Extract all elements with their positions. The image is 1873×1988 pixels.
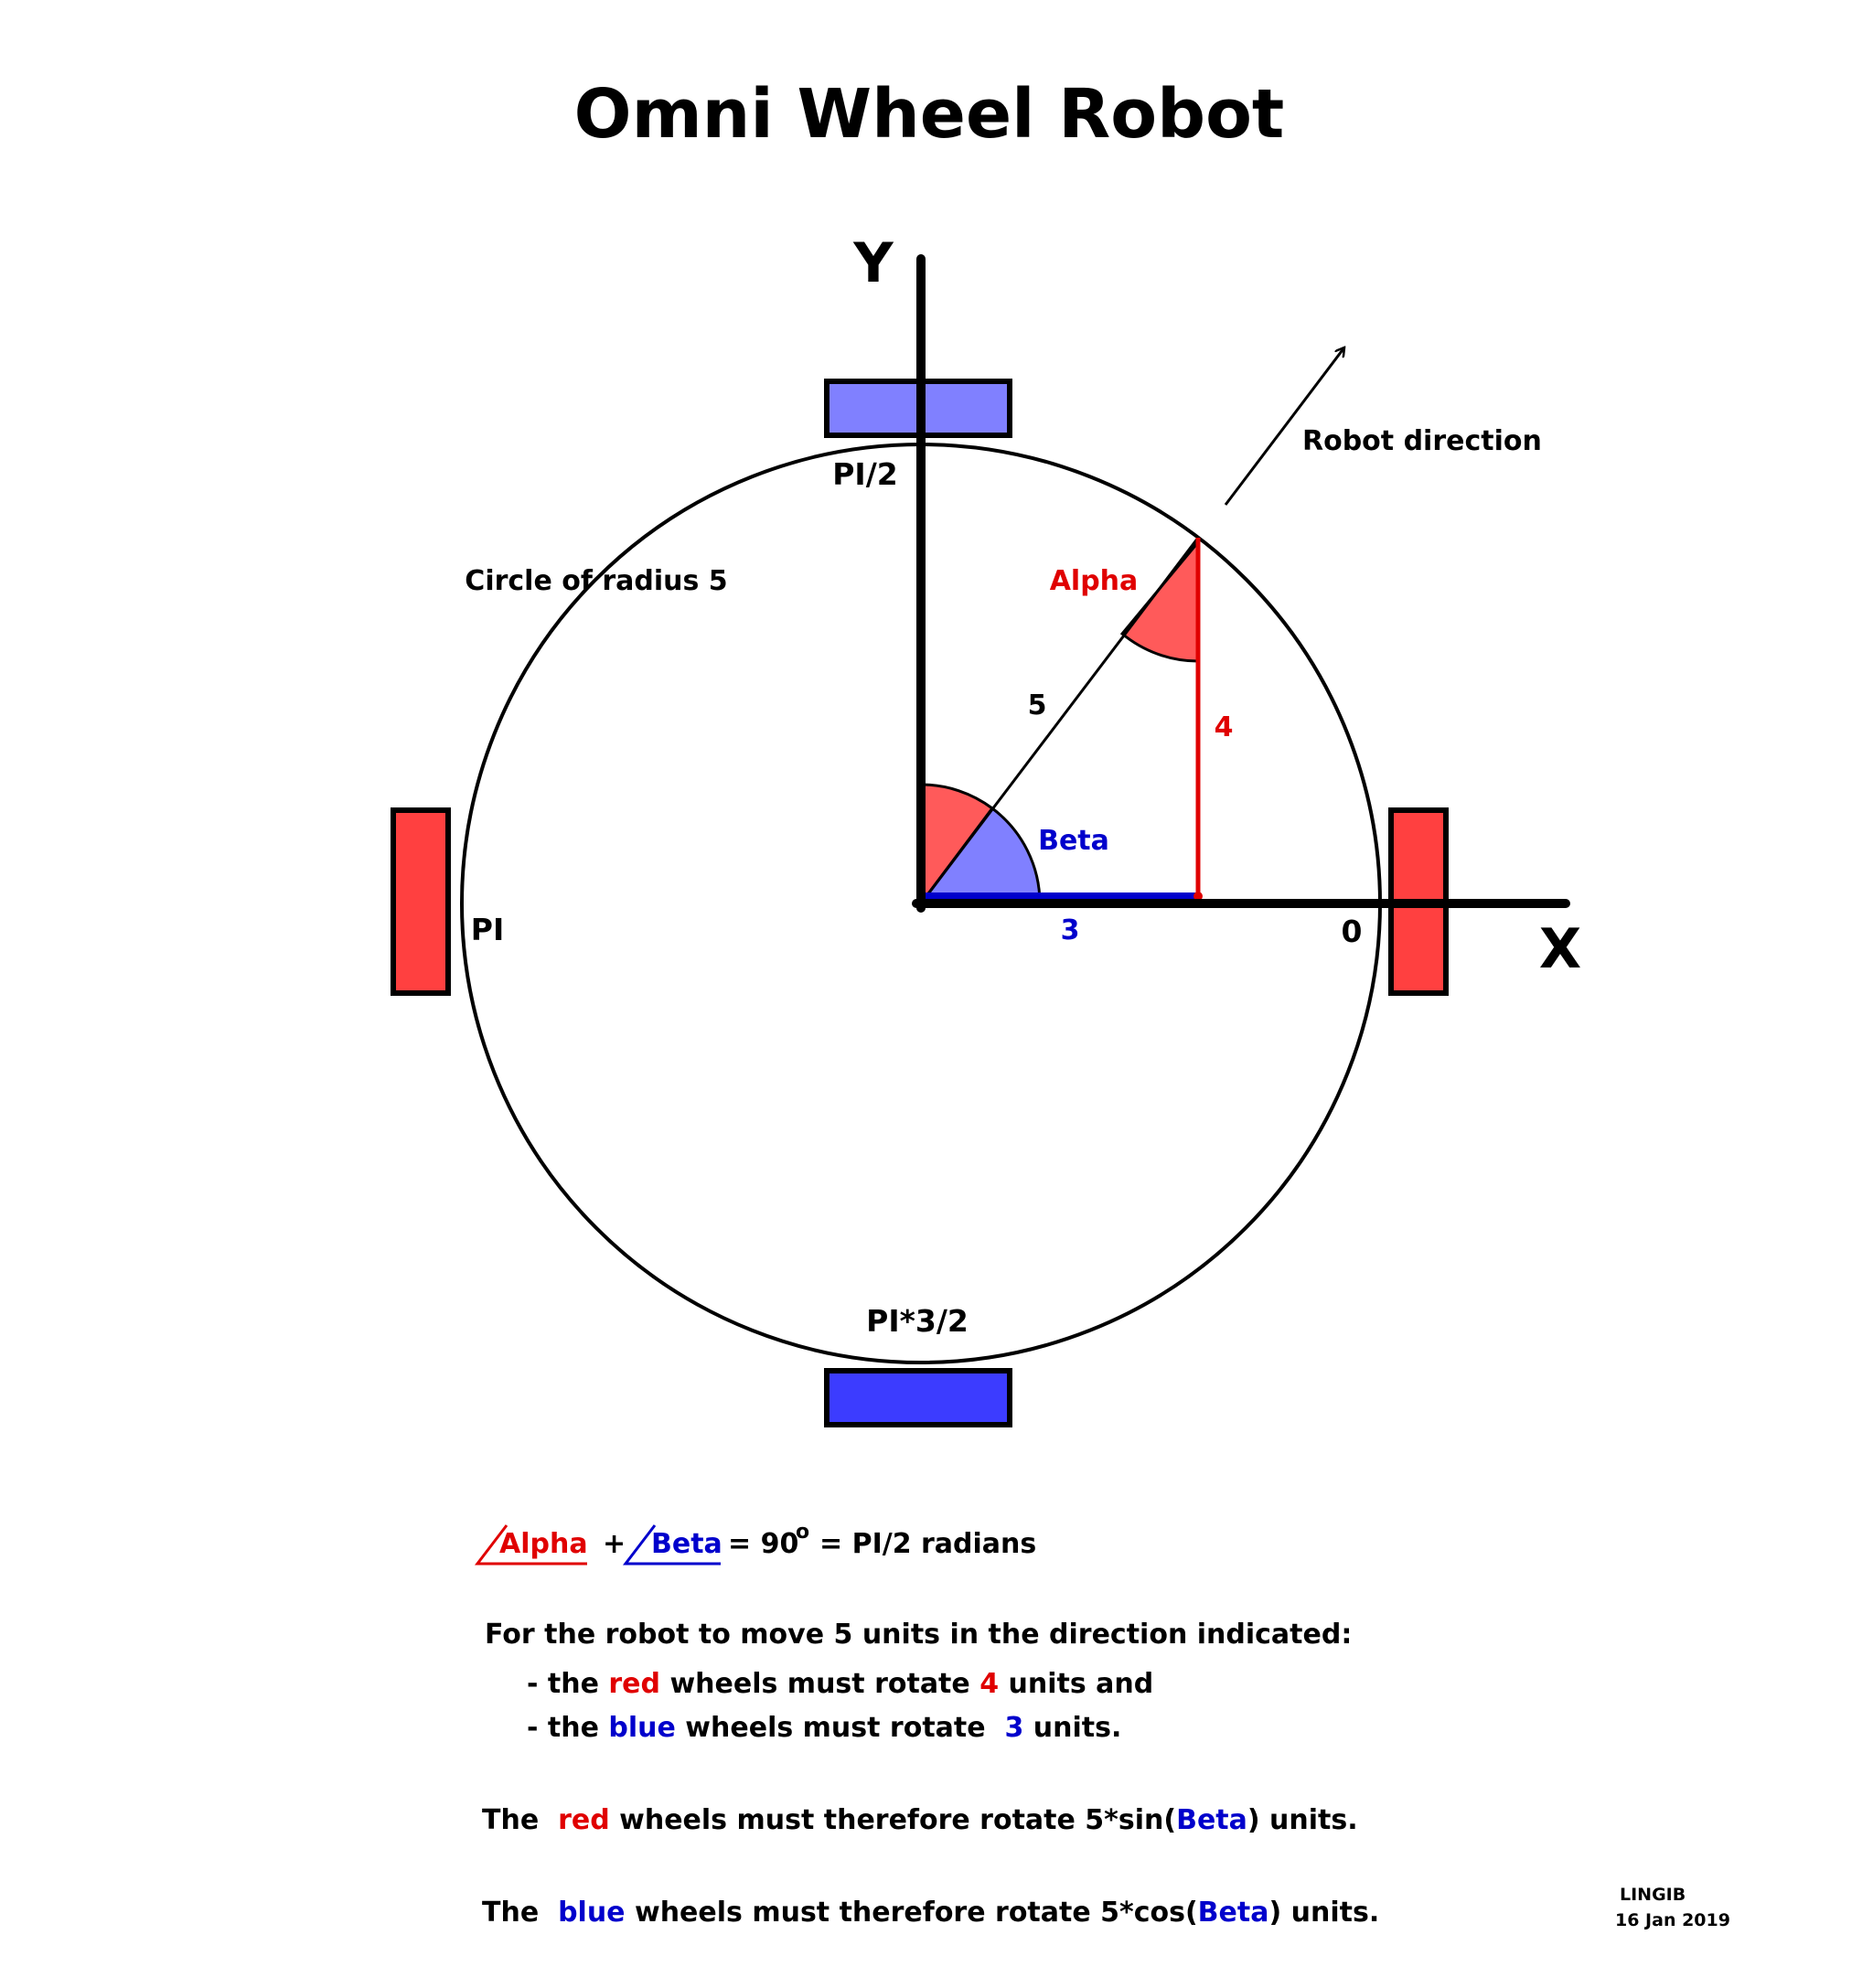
equation-plus: +	[603, 1528, 626, 1560]
robot-direction-arrow	[1224, 347, 1344, 506]
hypotenuse-value: 5	[1028, 689, 1047, 721]
angle-label-left: PI	[471, 912, 504, 947]
x-axis-label: X	[1539, 917, 1581, 981]
explanation-intro: For the robot to move 5 units in the dir…	[485, 1619, 1352, 1651]
triangle-corner-dot	[1193, 892, 1203, 901]
wheel-left-red	[391, 807, 451, 996]
robot-direction-label: Robot direction	[1302, 425, 1542, 457]
explanation-line-3: The red wheels must therefore rotate 5*s…	[482, 1804, 1358, 1836]
equation-radians: = PI/2 radians	[819, 1528, 1036, 1560]
alpha-angle-sector	[1119, 538, 1200, 663]
signature-author: LINGIB	[1620, 1885, 1686, 1905]
adjacent-value: 3	[1061, 914, 1080, 946]
explanation-line-4: The blue wheels must therefore rotate 5*…	[482, 1897, 1379, 1929]
beta-angle-symbol	[622, 1524, 721, 1566]
alpha-angle-symbol	[474, 1524, 587, 1566]
equation-degree: o	[796, 1521, 809, 1544]
equation-beta: Beta	[651, 1528, 722, 1560]
angle-label-top: PI/2	[832, 456, 897, 492]
explanation-line-1: - the red wheels must rotate 4 units and	[527, 1668, 1153, 1700]
alpha-label: Alpha	[1050, 565, 1139, 597]
beta-label: Beta	[1038, 825, 1109, 857]
angle-equation: Alpha + Beta = 90 o = PI/2 radians	[474, 1521, 1036, 1566]
angle-label-right: 0	[1342, 914, 1363, 949]
explanation-line-2: - the blue wheels must rotate 3 units.	[527, 1712, 1121, 1744]
signature-date: 16 Jan 2019	[1615, 1910, 1730, 1930]
page-title: Omni Wheel Robot	[574, 75, 1285, 154]
y-axis-label: Y	[852, 231, 894, 295]
wheel-bottom-blue	[824, 1368, 1012, 1427]
equation-equals-90: = 90	[728, 1528, 798, 1560]
opposite-value: 4	[1215, 711, 1234, 743]
angle-label-bottom: PI*3/2	[866, 1303, 969, 1339]
equation-alpha: Alpha	[499, 1528, 588, 1560]
circle-label: Circle of radius 5	[465, 565, 727, 597]
hypotenuse-line	[919, 537, 1200, 904]
